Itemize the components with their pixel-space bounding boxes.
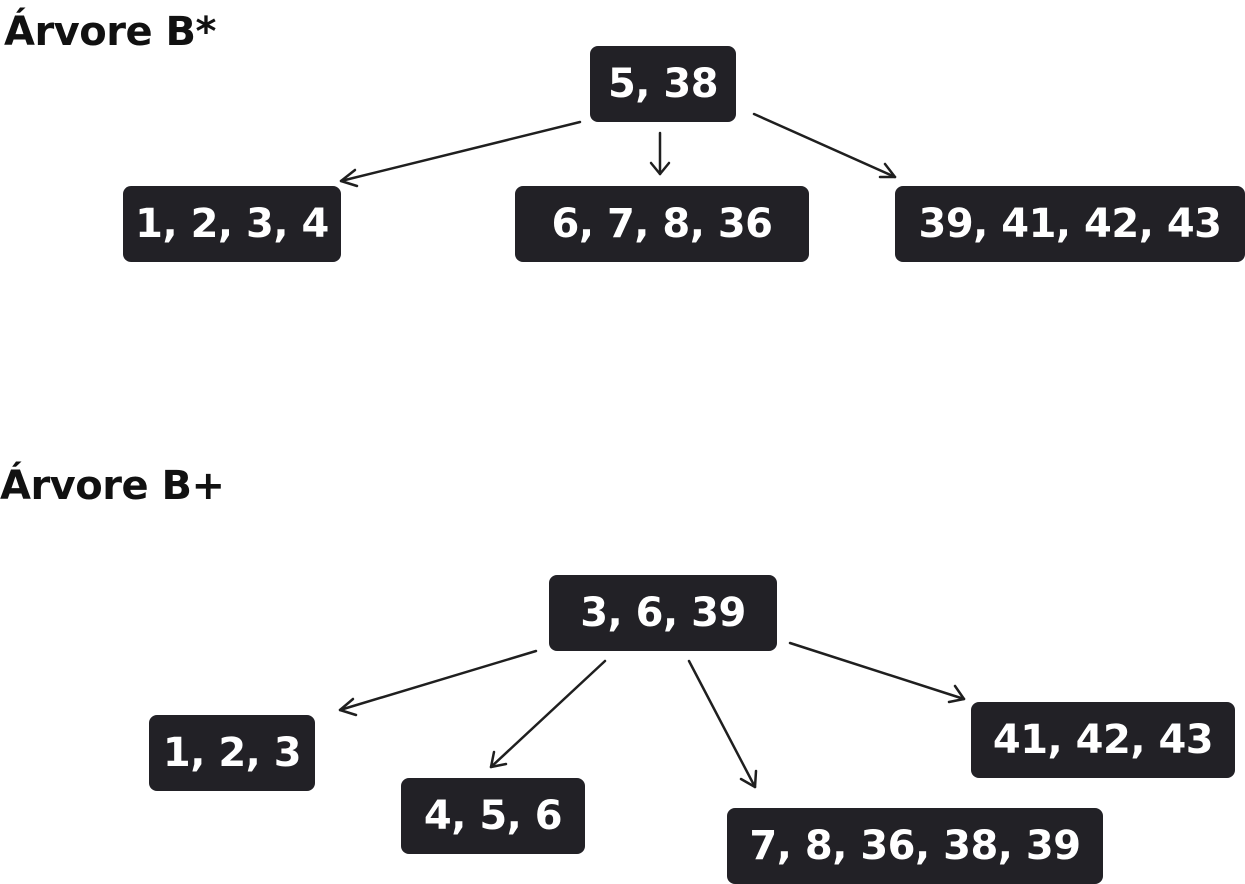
bplus-edge-child1 bbox=[338, 649, 538, 717]
bplus-child4-node: 41, 42, 43 bbox=[971, 702, 1235, 778]
bplus-edge-child4 bbox=[788, 641, 966, 704]
bplus-child2-node: 4, 5, 6 bbox=[401, 778, 585, 854]
bstar-title: Árvore B* bbox=[4, 9, 216, 55]
bplus-child1-node: 1, 2, 3 bbox=[149, 715, 315, 791]
bstar-right-node: 39, 41, 42, 43 bbox=[895, 186, 1245, 262]
bplus-title: Árvore B+ bbox=[0, 463, 225, 509]
bstar-middle-node: 6, 7, 8, 36 bbox=[515, 186, 809, 262]
bstar-root-node: 5, 38 bbox=[590, 46, 736, 122]
bstar-edge-left bbox=[339, 120, 582, 188]
bplus-root-node: 3, 6, 39 bbox=[549, 575, 777, 651]
bstar-edge-middle bbox=[649, 131, 671, 176]
bplus-edge-child2 bbox=[489, 659, 607, 769]
bplus-child3-node: 7, 8, 36, 38, 39 bbox=[727, 808, 1103, 884]
bplus-edge-child3 bbox=[687, 659, 758, 789]
bstar-edge-right bbox=[752, 112, 897, 179]
bstar-left-node: 1, 2, 3, 4 bbox=[123, 186, 341, 262]
